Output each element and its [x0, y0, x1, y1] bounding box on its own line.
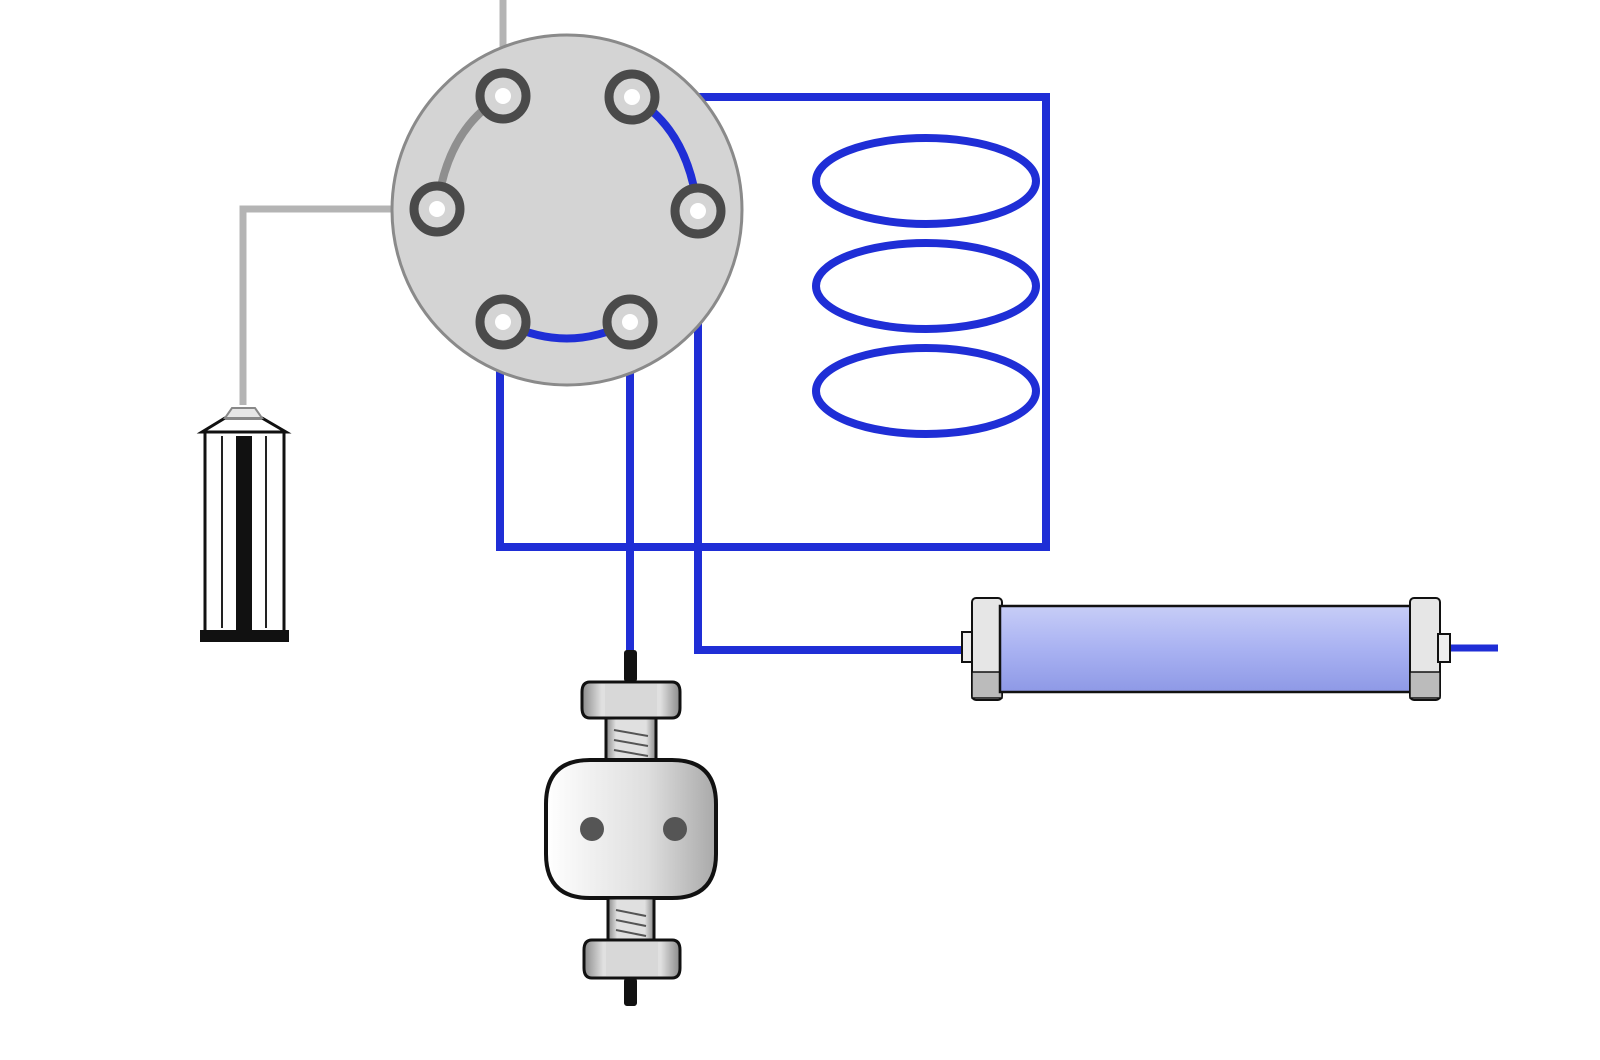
syringe-tip [196, 416, 292, 434]
sample-loop-coil-icon [812, 134, 1040, 438]
valve-port [409, 181, 465, 237]
needle-line-tube [239, 205, 437, 405]
six-port-valve-icon [390, 33, 744, 387]
valve-port [670, 183, 726, 239]
chromatography-column-icon [961, 597, 1451, 701]
pump-body [544, 758, 718, 900]
pump-bolt [663, 817, 687, 841]
pump-top-thread [604, 716, 658, 764]
pump-head-icon [544, 650, 718, 1006]
syringe-port-icon [196, 407, 292, 642]
column-tube [998, 604, 1414, 694]
syringe-base [200, 630, 289, 642]
pump-bottom-thread [606, 896, 656, 944]
valve-port [475, 68, 531, 124]
loop-coil-turn [812, 239, 1040, 333]
column-feed-tube [694, 211, 965, 654]
loop-return-tube [496, 93, 1050, 551]
loop-coil-turn [812, 344, 1040, 438]
pump-bolt [580, 817, 604, 841]
valve-port [602, 294, 658, 350]
loop-coil-turn [812, 134, 1040, 228]
valve-port [604, 69, 660, 125]
valve-rotor-disk [390, 33, 744, 387]
active-tubing [496, 93, 1498, 655]
valve-port [475, 294, 531, 350]
syringe-plunger [236, 436, 252, 630]
